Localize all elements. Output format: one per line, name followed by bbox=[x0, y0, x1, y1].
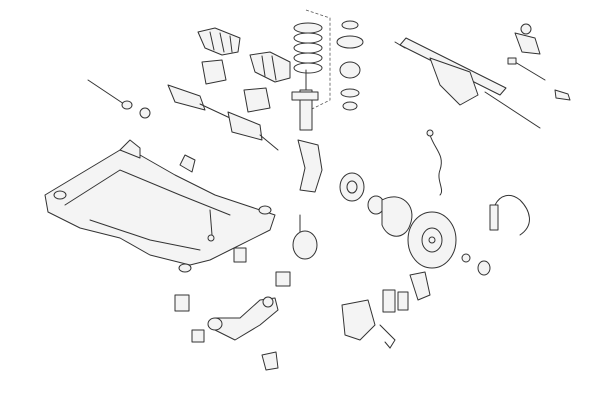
wheel-hub bbox=[339, 172, 365, 202]
control-arm bbox=[207, 296, 279, 341]
steering-boot bbox=[514, 32, 541, 55]
steering-rack bbox=[394, 37, 541, 129]
boot-2 bbox=[243, 87, 271, 113]
tie-rod-left bbox=[87, 79, 133, 110]
control-arm-bushing bbox=[275, 271, 291, 287]
shock-absorber bbox=[291, 69, 319, 131]
bushing bbox=[233, 247, 247, 263]
brake-caliper bbox=[341, 299, 376, 341]
steering-knuckle bbox=[297, 139, 323, 193]
front-subframe bbox=[44, 139, 276, 273]
bushing bbox=[174, 294, 190, 312]
spring-clip bbox=[379, 324, 396, 349]
abs-sensor-hub bbox=[292, 214, 318, 260]
abs-sensor bbox=[426, 129, 443, 196]
brake-pads bbox=[382, 289, 409, 313]
tie-rod-end bbox=[520, 23, 571, 101]
nut bbox=[461, 253, 471, 263]
brake-caliper-bracket bbox=[409, 271, 431, 301]
drive-shaft bbox=[167, 84, 279, 151]
ball-joint bbox=[261, 351, 279, 371]
drive-shaft-boot-kit-1 bbox=[197, 27, 241, 56]
drive-shaft-boot-kit-2 bbox=[249, 51, 291, 83]
coil-spring bbox=[293, 22, 323, 74]
tie-rod-right bbox=[507, 57, 546, 81]
dust-shield bbox=[381, 196, 413, 237]
nut bbox=[139, 107, 151, 119]
strut-mount bbox=[336, 20, 364, 111]
hub-cap bbox=[477, 260, 491, 276]
brake-disc bbox=[407, 211, 457, 269]
bushing bbox=[191, 329, 205, 343]
boot-1 bbox=[201, 59, 227, 85]
brake-hose bbox=[489, 194, 530, 236]
stabilizer-link bbox=[207, 209, 215, 242]
